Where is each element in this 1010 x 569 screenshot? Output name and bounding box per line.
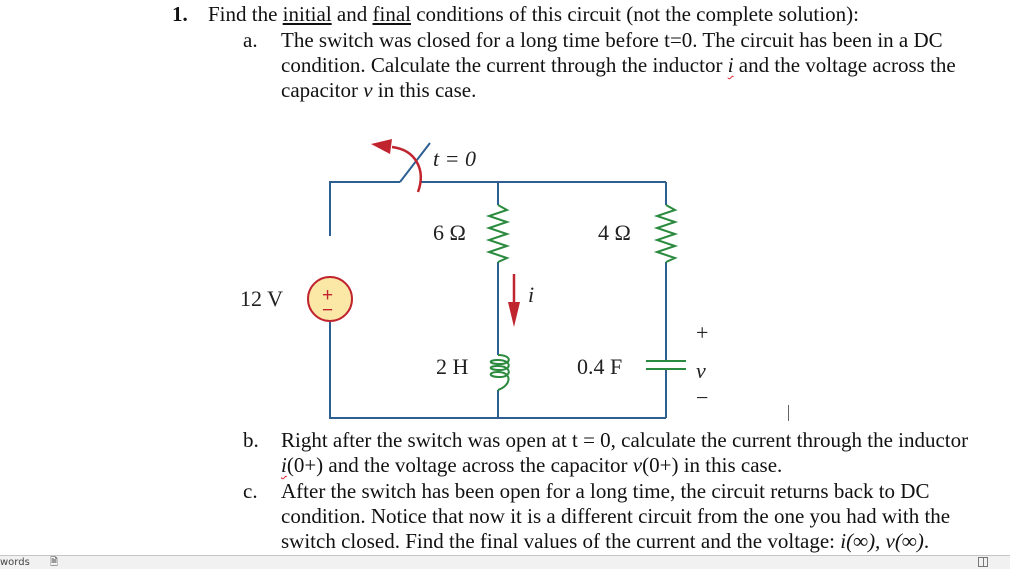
wire-left-top	[329, 181, 400, 236]
text: (0+) and the voltage across the capacito…	[286, 453, 633, 477]
proofing-icon[interactable]: 🗎	[50, 557, 59, 568]
var-v: v	[363, 78, 373, 102]
intro-text: conditions of this circuit (not the comp…	[410, 2, 859, 26]
current-label: i	[528, 282, 534, 307]
question-intro: Find the initial and final conditions of…	[208, 2, 859, 27]
final-values-math: i(∞), v(∞)	[840, 529, 924, 553]
voltage-label: v	[696, 358, 706, 383]
voltage-minus: −	[696, 385, 708, 410]
intro-initial: initial	[282, 2, 332, 26]
text: (0+) in this case.	[642, 453, 783, 477]
word-count[interactable]: words	[0, 557, 30, 568]
read-mode-icon[interactable]	[978, 557, 988, 567]
inductor-2h	[489, 354, 510, 391]
intro-final: final	[372, 2, 411, 26]
resistor-4ohm-label: 4 Ω	[598, 220, 631, 245]
resistor-4ohm	[653, 204, 679, 263]
capacitor-label: 0.4 F	[577, 354, 622, 379]
part-c-line2: condition. Notice that now it is a diffe…	[281, 504, 951, 528]
switch-arrow-icon	[371, 139, 422, 193]
voltage-source-icon	[307, 276, 353, 322]
intro-text: and	[331, 2, 373, 26]
part-a-label: a.	[243, 28, 258, 52]
document-page: 1. Find the initial and final conditions…	[172, 2, 969, 554]
resistor-6ohm-label: 6 Ω	[433, 220, 466, 245]
voltage-plus: +	[696, 320, 708, 345]
text: and the voltage across the	[733, 53, 956, 77]
text: condition. Calculate the current through…	[281, 53, 728, 77]
text: capacitor	[281, 78, 364, 102]
text: .	[923, 529, 930, 553]
part-a-line3: capacitor v in this case.	[281, 78, 476, 103]
text: switch closed. Find the final values of …	[281, 529, 841, 553]
var-v: v	[632, 453, 643, 477]
part-a-line1: The switch was closed for a long time be…	[281, 28, 943, 52]
var-i: i	[281, 453, 287, 477]
part-b-line2: i(0+) and the voltage across the capacit…	[281, 453, 782, 478]
part-b-line1: Right after the switch was open at t = 0…	[281, 428, 969, 452]
switch-blade	[399, 142, 431, 183]
part-a-line2: condition. Calculate the current through…	[281, 53, 956, 78]
intro-text: Find the	[208, 2, 283, 26]
capacitor-0-4f	[646, 360, 686, 370]
text: in this case.	[372, 78, 477, 102]
question-number: 1.	[172, 2, 188, 26]
current-arrow-icon	[508, 274, 520, 327]
source-minus: −	[322, 300, 333, 321]
circuit-diagram: t = 0 12 V + − 6 Ω 4 Ω 2 H 0.4 F i v + −	[240, 139, 708, 419]
switch-label: t = 0	[433, 146, 476, 171]
var-i: i	[727, 53, 734, 77]
source-label: 12 V	[240, 286, 283, 311]
part-c-line1: After the switch has been open for a lon…	[281, 479, 930, 503]
inductor-label: 2 H	[436, 354, 469, 379]
part-c-label: c.	[243, 479, 258, 503]
wires	[329, 142, 667, 419]
wire-bottom	[329, 322, 666, 419]
status-bar: words 🗎	[0, 555, 1010, 569]
part-b-label: b.	[243, 428, 259, 452]
text-cursor	[788, 405, 789, 421]
part-c-line3: switch closed. Find the final values of …	[281, 529, 929, 554]
resistor-6ohm	[485, 204, 511, 263]
source-plus: +	[322, 285, 333, 306]
